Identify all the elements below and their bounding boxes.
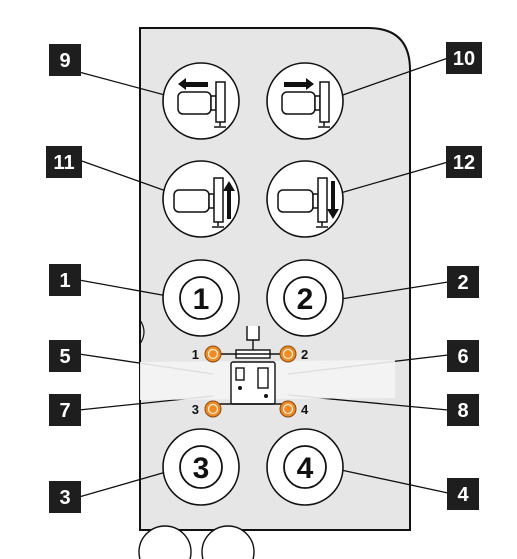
callout-9: 9 [49, 44, 81, 76]
button-move-up[interactable] [163, 161, 239, 237]
lamp-4-label: 4 [301, 402, 309, 417]
cylinder-icon [282, 92, 315, 114]
svg-text:5: 5 [59, 346, 70, 368]
cylinder-icon [174, 190, 209, 212]
lamp-1-label: 1 [192, 347, 199, 362]
svg-text:11: 11 [53, 152, 74, 174]
svg-text:10: 10 [453, 48, 475, 70]
svg-text:4: 4 [457, 484, 469, 506]
svg-text:12: 12 [453, 152, 475, 174]
callout-7: 7 [49, 394, 81, 426]
callout-12: 12 [446, 146, 482, 178]
svg-text:2: 2 [457, 272, 468, 294]
button-2-label: 2 [297, 283, 314, 316]
svg-text:6: 6 [457, 346, 468, 368]
button-3-label: 3 [193, 452, 210, 485]
callout-11: 11 [46, 146, 82, 178]
svg-text:7: 7 [59, 400, 70, 422]
button-2[interactable]: 2 [267, 260, 343, 336]
button-1-label: 1 [193, 283, 210, 316]
button-move-left[interactable] [163, 63, 239, 139]
lamp-3-label: 3 [192, 402, 199, 417]
svg-text:8: 8 [457, 400, 468, 422]
callout-6: 6 [447, 340, 479, 372]
button-1[interactable]: 1 [163, 260, 239, 336]
callout-3: 3 [49, 481, 81, 513]
callout-1: 1 [49, 264, 81, 296]
button-4-label: 4 [297, 452, 314, 485]
callout-2: 2 [447, 266, 479, 298]
cylinder-icon [178, 92, 211, 114]
callout-4: 4 [447, 478, 479, 510]
callout-5: 5 [49, 340, 81, 372]
button-3[interactable]: 3 [163, 429, 239, 505]
svg-text:1: 1 [59, 270, 70, 292]
lamp-2-label: 2 [301, 347, 308, 362]
callout-8: 8 [447, 394, 479, 426]
cylinder-icon [278, 190, 313, 212]
button-4[interactable]: 4 [267, 429, 343, 505]
svg-text:9: 9 [59, 50, 70, 72]
callout-10: 10 [446, 42, 482, 74]
button-move-right[interactable] [267, 63, 343, 139]
button-move-down[interactable] [267, 161, 343, 237]
svg-text:3: 3 [59, 487, 70, 509]
lamp-2: 2 [280, 346, 308, 362]
